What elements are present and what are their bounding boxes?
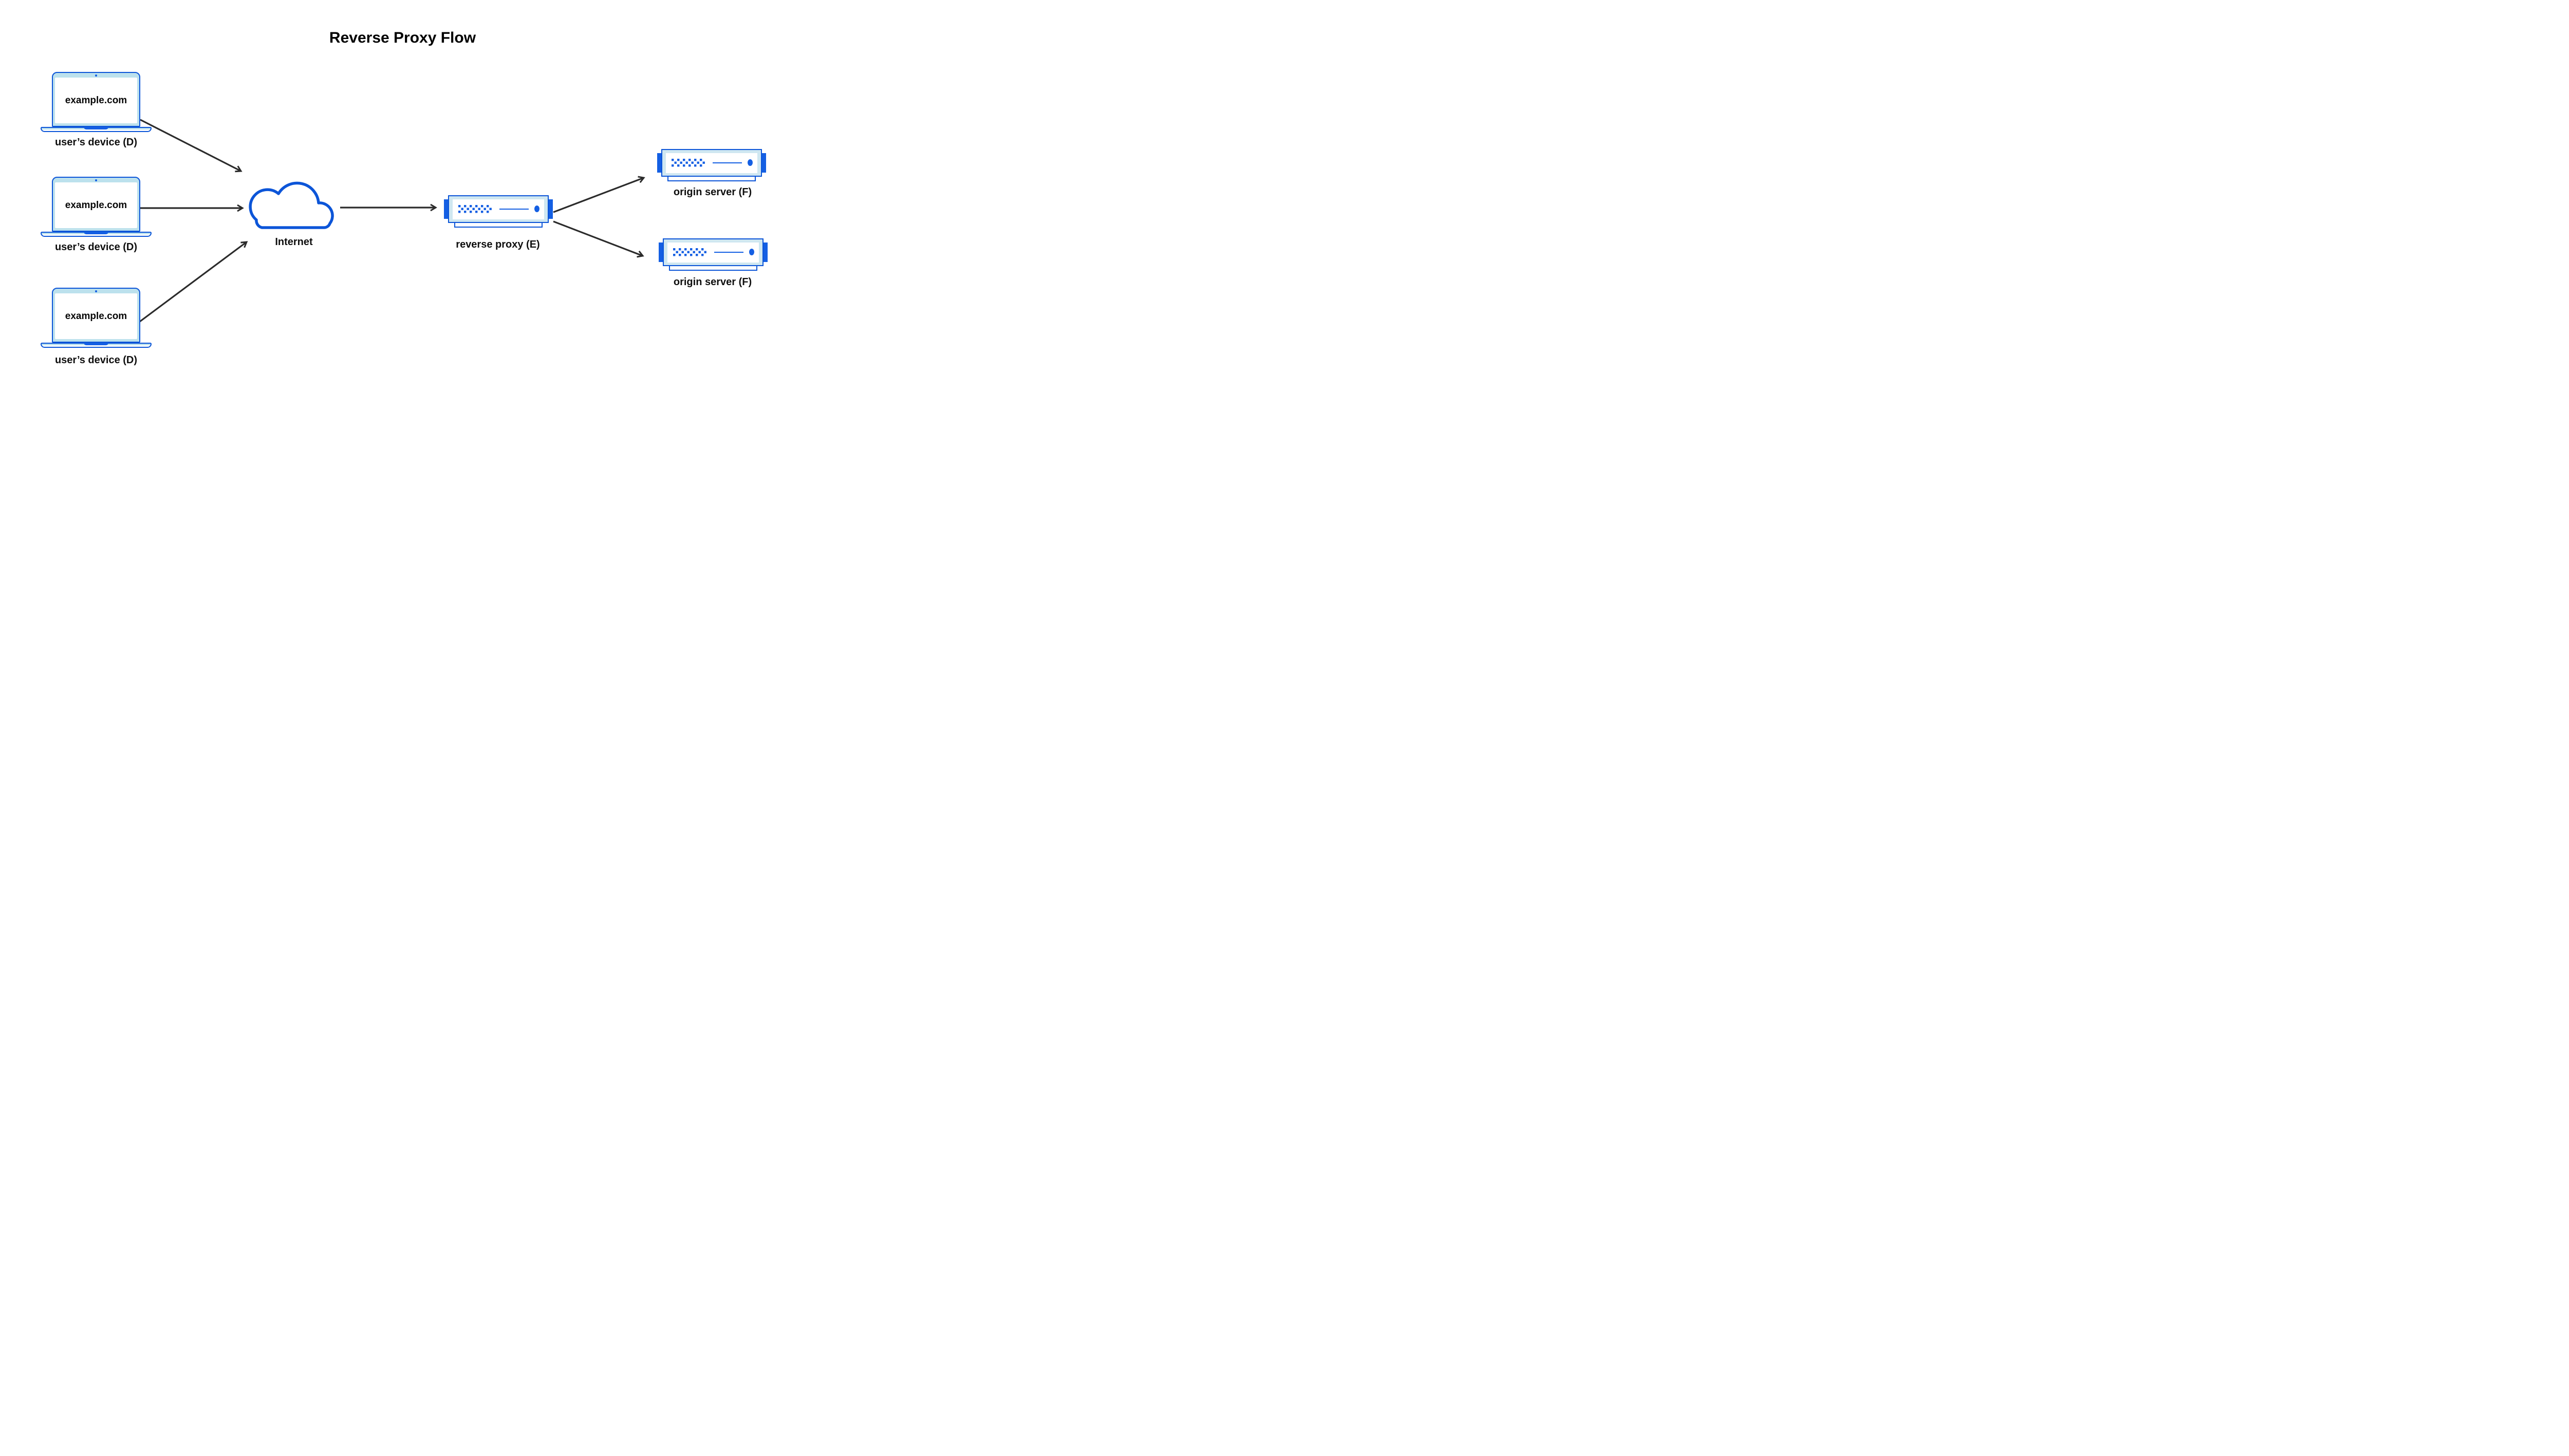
server-slot-line [714, 251, 743, 253]
vent-grid-icon [672, 158, 705, 166]
server-base [454, 223, 543, 228]
laptop-notch [84, 232, 108, 234]
server-side-tab [657, 153, 662, 173]
device-url-text: example.com [65, 199, 127, 211]
reverse-proxy-flow-diagram: Reverse Proxy Flow example.com user’s de… [0, 0, 805, 403]
laptop-notch [84, 343, 108, 345]
vent-grid-icon [673, 248, 706, 256]
server-face [667, 242, 759, 263]
cloud-icon [249, 181, 334, 229]
connector-layer [139, 119, 645, 323]
server-base [667, 177, 756, 181]
laptop-notch [84, 127, 108, 129]
laptop-icon-device-3: example.com [41, 288, 152, 348]
camera-dot-icon [95, 290, 97, 292]
server-icon-origin-1 [657, 149, 766, 182]
origin-server-2-label: origin server (F) [673, 276, 752, 288]
server-slot-line [499, 208, 529, 210]
page-title: Reverse Proxy Flow [329, 29, 476, 46]
power-led-icon [534, 205, 539, 212]
server-icon-origin-2 [659, 238, 768, 271]
arrow-proxy-origin-2 [553, 220, 644, 258]
server-side-tab [763, 242, 768, 262]
power-led-icon [749, 248, 754, 255]
device-url-text: example.com [65, 310, 127, 322]
device-3-label: user’s device (D) [54, 354, 138, 366]
laptop-screen: example.com [52, 177, 140, 232]
laptop-screen-content: example.com [55, 78, 137, 123]
server-side-tab [548, 199, 553, 219]
arrow-proxy-origin-1 [553, 176, 645, 213]
device-2-label: user’s device (D) [54, 241, 138, 253]
server-slot-line [713, 162, 742, 163]
arrow-device-1-internet [140, 119, 243, 173]
server-side-tab [444, 199, 449, 219]
server-side-tab [659, 242, 663, 262]
arrow-device-3-internet [139, 241, 248, 323]
server-face [453, 199, 544, 219]
laptop-screen-content: example.com [55, 182, 137, 228]
laptop-screen: example.com [52, 288, 140, 343]
vent-grid-icon [458, 204, 492, 213]
server-icon-reverse-proxy [444, 195, 553, 228]
power-led-icon [748, 159, 753, 166]
camera-dot-icon [95, 74, 97, 77]
internet-label: Internet [275, 236, 313, 248]
origin-server-1-label: origin server (F) [673, 186, 752, 198]
laptop-screen: example.com [52, 72, 140, 127]
server-base [669, 266, 757, 271]
server-face [666, 153, 757, 173]
device-1-label: user’s device (D) [54, 137, 138, 148]
laptop-icon-device-2: example.com [41, 177, 152, 237]
camera-dot-icon [95, 179, 97, 181]
device-url-text: example.com [65, 95, 127, 106]
reverse-proxy-label: reverse proxy (E) [456, 239, 540, 250]
server-side-tab [761, 153, 766, 173]
laptop-screen-content: example.com [55, 293, 137, 339]
laptop-icon-device-1: example.com [41, 72, 152, 133]
